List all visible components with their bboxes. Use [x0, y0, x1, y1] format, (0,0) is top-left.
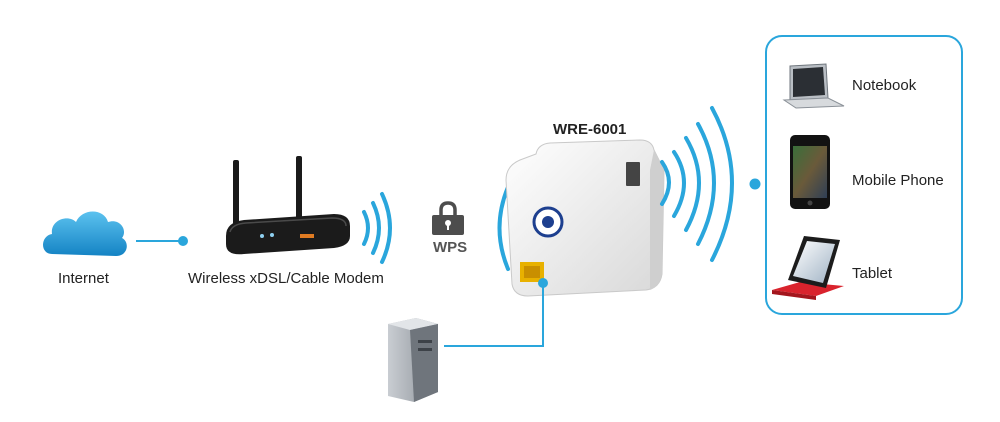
- router-wifi-waves: [362, 192, 392, 264]
- modem-label: Wireless xDSL/Cable Modem: [188, 270, 384, 287]
- mobile-phone-icon: [790, 135, 830, 209]
- extender-right-waves: [660, 106, 734, 262]
- extender-pc-cable: [444, 278, 548, 347]
- tablet-icon: [772, 236, 844, 300]
- desktop-pc-icon: [388, 318, 438, 402]
- wps-lock-icon: [432, 201, 464, 235]
- device-label-mobile-phone: Mobile Phone: [852, 172, 944, 189]
- devices-link-dot: [749, 178, 761, 190]
- device-label-notebook: Notebook: [852, 77, 917, 94]
- wps-label: WPS: [433, 239, 468, 256]
- device-label-tablet: Tablet: [852, 265, 893, 282]
- internet-label: Internet: [58, 270, 109, 287]
- internet-modem-link: [136, 236, 188, 246]
- extender-label: WRE-6001: [553, 121, 627, 138]
- extender-image: [505, 139, 665, 297]
- router-image: [226, 156, 350, 255]
- notebook-icon: [782, 63, 845, 109]
- cloud-icon: [43, 211, 127, 256]
